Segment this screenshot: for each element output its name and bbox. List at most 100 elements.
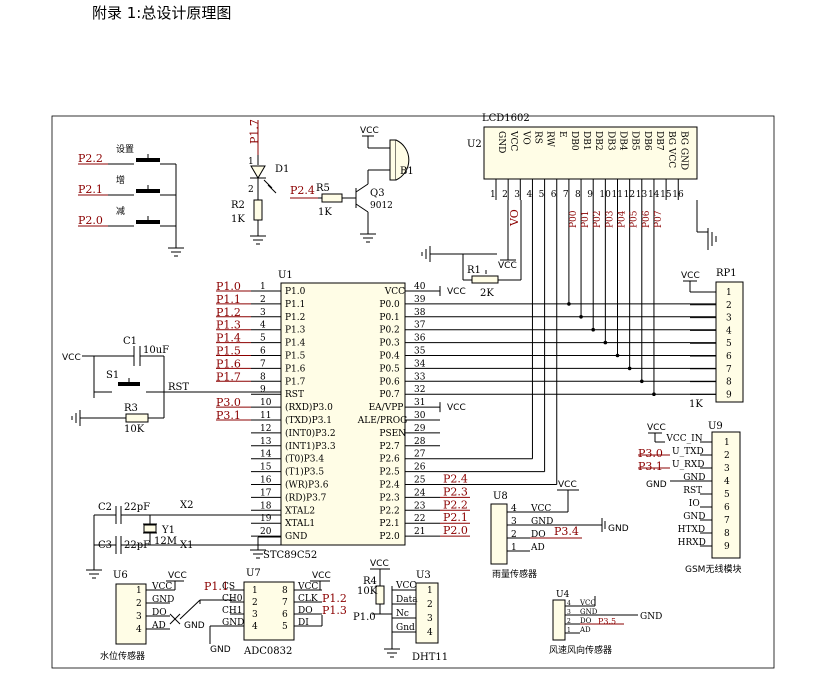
b1-ref: B1 (400, 166, 414, 177)
u3-net: P1.0 (353, 612, 376, 623)
u7-pin-num: 5 (282, 622, 288, 632)
u1-pin-num: 23 (414, 501, 426, 511)
led-net: P1.7 (248, 119, 261, 144)
u6-gnd: GND (184, 621, 205, 631)
lcd-pin-name: DB7 (654, 131, 664, 151)
u8-ref: U8 (493, 491, 508, 502)
c2-ref: C2 (98, 502, 112, 513)
junction-dot (591, 327, 595, 332)
u1-pin-num: 21 (414, 527, 425, 537)
lcd-pin-num: 13 (636, 190, 648, 200)
u7-part: ADC0832 (243, 646, 292, 657)
u1-pin-name: P1.3 (285, 326, 306, 336)
u1-pin-num: 15 (260, 463, 272, 473)
u3-ref: U3 (416, 570, 431, 581)
rp1-pin-num: 2 (726, 301, 732, 311)
u1-pin-num: 28 (414, 437, 426, 447)
led-ref: D1 (275, 164, 289, 175)
u1-pin-num: 12 (260, 424, 271, 434)
u7-pin-name: VCC (297, 582, 318, 592)
u1-pin-num: 14 (260, 450, 272, 460)
y1-val: 12M (154, 536, 177, 547)
u1-pin-num: 35 (414, 347, 426, 357)
u9-pin-num: 5 (724, 490, 730, 500)
lcd-pin-num: 8 (575, 190, 581, 200)
u3-pin-name: Data (396, 595, 418, 605)
r4-val: 10K (357, 586, 378, 597)
lcd-pin-name: E (557, 131, 567, 138)
u7-net-clk: P1.2 (322, 592, 347, 605)
page-heading: 附录 1:总设计原理图 (92, 4, 232, 22)
crystal-circuit: C2 22pF C3 22pF X2 X1 Y1 12M (86, 500, 281, 579)
led-pin1: 1 (248, 157, 254, 167)
u1-ref: U1 (278, 270, 293, 281)
buzzer-icon (395, 139, 410, 181)
u6-pin-name: AD (151, 621, 166, 631)
u1-pin-num: 31 (414, 398, 425, 408)
u9-pin-name: IO (689, 499, 700, 509)
u9-pin-num: 2 (724, 451, 730, 461)
lcd-pins: GND1VCC2VO3RS4RW5E6DB07DB18DB29DB310DB41… (490, 130, 688, 200)
u1-body (280, 282, 406, 546)
u7-pin-name: DI (298, 618, 309, 628)
u8-pin-name: DO (531, 530, 546, 540)
u8-net: P3.4 (554, 525, 579, 538)
u1-pin-name: (T0)P3.4 (285, 454, 324, 465)
u4-pin-num: 2 (567, 618, 571, 625)
lcd-data-net: P05 (630, 210, 640, 228)
u1-pin-num: 37 (414, 321, 426, 331)
c1-val: 10uF (143, 345, 169, 356)
u7-pin-name: DO (298, 606, 313, 616)
lcd-part: LCD1602 (482, 113, 530, 124)
u1-pin-num: 34 (414, 359, 426, 369)
u3-body (415, 582, 439, 644)
u1-pin-num: 9 (260, 385, 266, 395)
lcd-pin-name: DB5 (630, 131, 640, 151)
u1-pin-num: 33 (414, 372, 426, 382)
r5-body (321, 193, 343, 203)
u1-left-net: P1.2 (216, 306, 241, 319)
u1-left-net: P3.1 (216, 409, 241, 422)
u1-pin-num: 20 (260, 527, 272, 537)
u1-pin-name: P0.5 (379, 364, 400, 374)
lcd-data-net: P03 (605, 210, 615, 228)
u1-pin-name: P0.0 (379, 300, 400, 310)
u8-pin-num: 1 (511, 543, 517, 553)
u1-pin-name: P2.3 (379, 493, 400, 503)
buzzer-circuit: P2.4 R5 1K Q3 9012 VCC B1 (290, 126, 414, 243)
u1-pin-name: PSEN (379, 429, 406, 439)
reset-circuit: VCC C1 10uF S1 RST R3 10K (62, 336, 281, 435)
button-label: 增 (116, 174, 125, 186)
lcd-pin-num: 5 (539, 190, 545, 200)
u9-pin-name: U_TXD (672, 447, 704, 457)
u9-pin-num: 6 (724, 503, 730, 513)
lcd-data-net: P02 (593, 210, 603, 228)
u6-body (115, 583, 147, 645)
u9-pin-num: 4 (724, 477, 730, 487)
u1-pin-name: RST (285, 390, 304, 400)
u3-vcc: VCC (370, 559, 389, 569)
u1-pin-num: 30 (414, 411, 426, 421)
u1-pin-num: 10 (260, 398, 272, 408)
reset-net: RST (168, 382, 189, 393)
y1-crystal-icon (143, 524, 157, 533)
u3-pin-num: 2 (427, 600, 433, 610)
u1-pin-num: 38 (414, 308, 426, 318)
u1-right-net: P2.3 (443, 485, 468, 498)
u9-pin-name: HRXD (678, 538, 706, 548)
u1-right-net: P2.1 (443, 511, 468, 524)
u6-vcc: VCC (168, 571, 187, 581)
lcd-pin-name: DB1 (581, 131, 591, 151)
u9-pin-name: GND (683, 512, 705, 522)
u1-pin-name: P1.0 (285, 287, 306, 297)
led-d1: P1.7 D1 1 2 R2 1K (231, 119, 289, 245)
lcd-data-net: P07 (654, 210, 664, 228)
u7-pin-name: CS (222, 582, 235, 592)
u9-pin-name: RST (683, 486, 702, 496)
u6-ref: U6 (113, 570, 128, 581)
r1-val: 2K (480, 288, 494, 299)
rp1-val: 1K (689, 399, 703, 410)
rp1-pin-num: 4 (726, 326, 732, 336)
